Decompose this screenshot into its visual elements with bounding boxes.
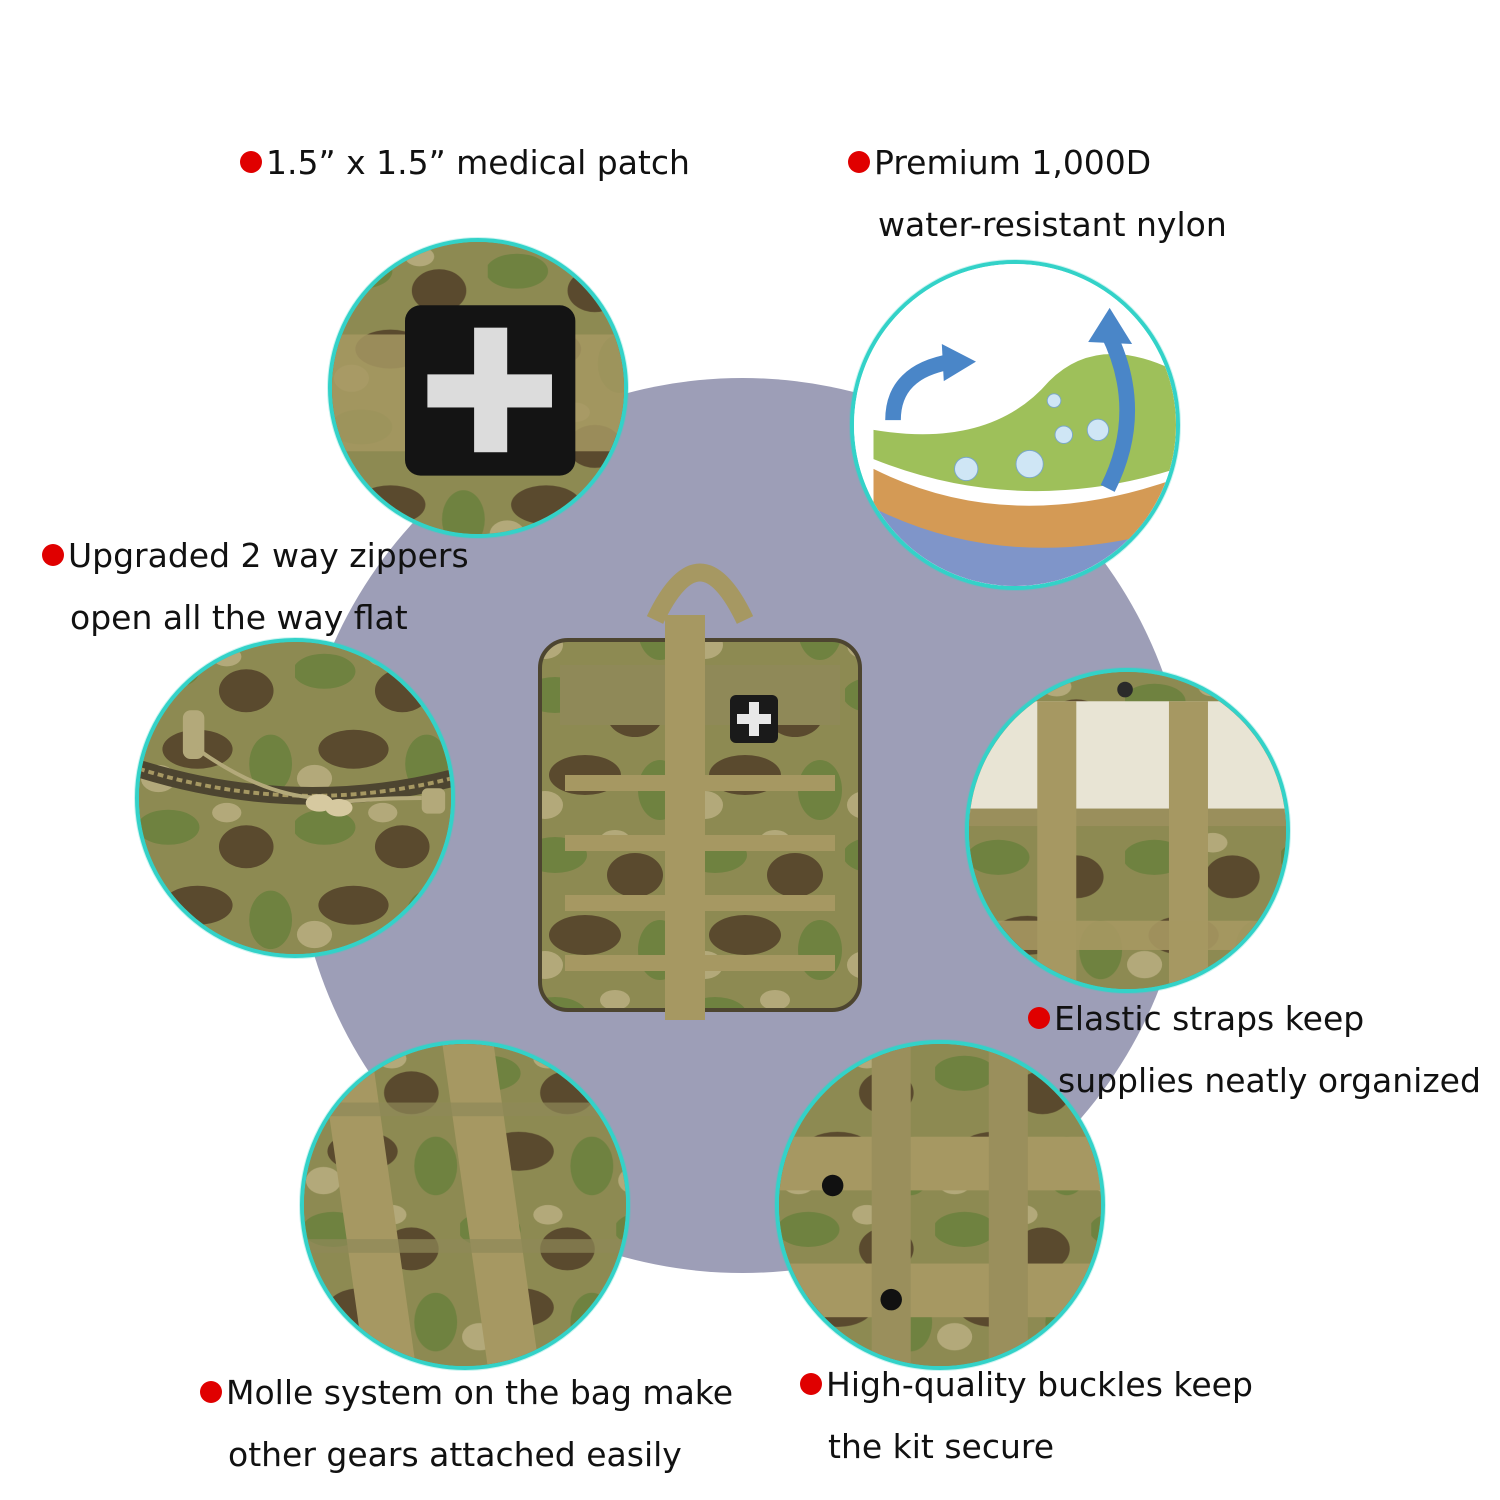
straps-text-line1: Elastic straps keep [1054, 999, 1365, 1038]
zippers-label: Upgraded 2 way zippers open all the way … [42, 525, 469, 649]
molle-text-line1: Molle system on the bag make [226, 1373, 734, 1412]
red-dot-icon [42, 543, 64, 566]
buckles-label: High-quality buckles keep the kit secure [800, 1354, 1253, 1478]
red-dot-icon [240, 150, 262, 173]
medical-patch-bubble [328, 238, 628, 538]
nylon-bubble [850, 260, 1180, 590]
buckles-text-line2: the kit secure [828, 1427, 1055, 1466]
zippers-text-line2: open all the way flat [70, 598, 408, 637]
red-dot-icon [848, 150, 870, 173]
molle-text-line2: other gears attached easily [228, 1435, 682, 1474]
straps-text-line2: supplies neatly organized [1058, 1061, 1481, 1100]
molle-bubble [300, 1040, 630, 1370]
buckles-text-line1: High-quality buckles keep [826, 1365, 1253, 1404]
medical-patch-text: 1.5” x 1.5” medical patch [266, 143, 690, 182]
zippers-bubble [135, 638, 455, 958]
red-dot-icon [200, 1380, 222, 1403]
red-dot-icon [1028, 1006, 1050, 1029]
nylon-text-line1: Premium 1,000D [874, 143, 1152, 182]
nylon-text-line2: water-resistant nylon [878, 205, 1227, 244]
medical-patch-label: 1.5” x 1.5” medical patch [240, 132, 690, 194]
molle-label: Molle system on the bag make other gears… [200, 1362, 733, 1486]
zippers-text-line1: Upgraded 2 way zippers [68, 536, 469, 575]
first-aid-pouch-image [525, 505, 870, 1025]
straps-label: Elastic straps keep supplies neatly orga… [1028, 988, 1481, 1112]
red-dot-icon [800, 1372, 822, 1395]
elastic-straps-bubble [965, 668, 1290, 993]
nylon-label: Premium 1,000D water-resistant nylon [848, 132, 1227, 256]
buckles-bubble [775, 1040, 1105, 1370]
